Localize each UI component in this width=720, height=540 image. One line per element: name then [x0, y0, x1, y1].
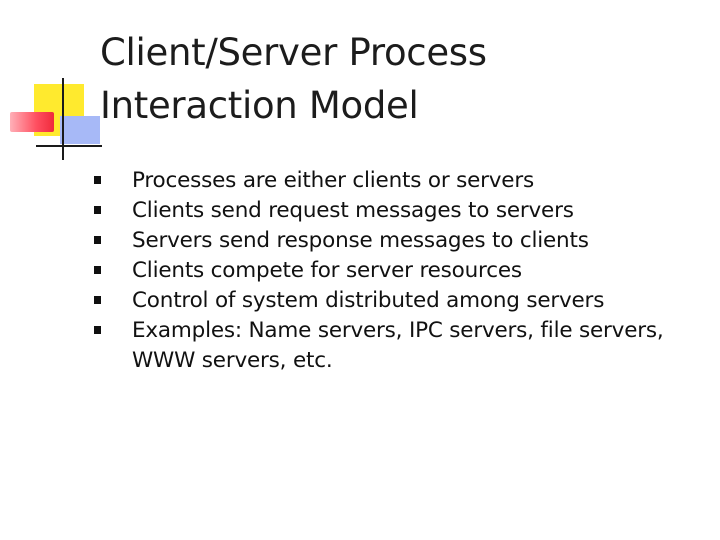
ornament-red-bar [10, 112, 54, 132]
bullet-item: Control of system distributed among serv… [92, 286, 702, 316]
slide-title-line-2: Interaction Model [100, 84, 419, 127]
bullet-text: Clients compete for server resources [132, 258, 522, 283]
bullet-item: Servers send response messages to client… [92, 226, 702, 256]
bullet-item: Examples: Name servers, IPC servers, fil… [92, 316, 702, 376]
bullet-text: Servers send response messages to client… [132, 228, 589, 253]
square-bullet-icon [94, 206, 101, 214]
bullet-list: Processes are either clients or servers … [92, 166, 702, 376]
square-bullet-icon [94, 266, 101, 274]
bullet-item: Clients send request messages to servers [92, 196, 702, 226]
bullet-text: Examples: Name servers, IPC servers, fil… [132, 318, 664, 373]
bullet-item: Clients compete for server resources [92, 256, 702, 286]
ornament-blue-square [60, 116, 100, 144]
square-bullet-icon [94, 236, 101, 244]
slide-title: Client/Server Process Interaction Model [100, 26, 700, 132]
square-bullet-icon [94, 296, 101, 304]
bullet-item: Processes are either clients or servers [92, 166, 702, 196]
square-bullet-icon [94, 326, 101, 334]
square-bullet-icon [94, 176, 101, 184]
ornament-horizontal-line [36, 145, 102, 147]
bullet-text: Clients send request messages to servers [132, 198, 574, 223]
slide-title-line-1: Client/Server Process [100, 31, 487, 74]
bullet-text: Control of system distributed among serv… [132, 288, 605, 313]
ornament-vertical-line [62, 78, 64, 160]
bullet-text: Processes are either clients or servers [132, 168, 534, 193]
